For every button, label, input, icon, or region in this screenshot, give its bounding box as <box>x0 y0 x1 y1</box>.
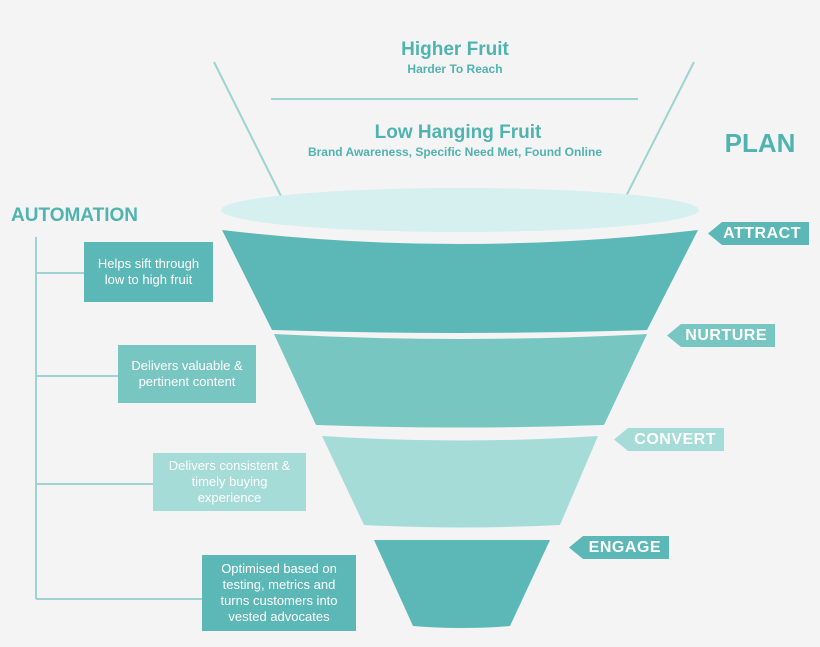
automation-title: AUTOMATION <box>11 205 138 226</box>
higher-fruit-title: Higher Fruit <box>401 39 509 60</box>
automation-box-2: Delivers valuable & pertinent content <box>118 345 256 403</box>
stage-tag-nurture: NURTURE <box>667 324 775 347</box>
automation-box-3: Delivers consistent & timely buying expe… <box>153 453 306 511</box>
right-guide-line <box>616 61 695 215</box>
stage-tag-attract: ATTRACT <box>708 222 809 245</box>
plan-label: PLAN <box>725 128 796 158</box>
higher-fruit-subtitle: Harder To Reach <box>407 62 502 76</box>
low-fruit-subtitle: Brand Awareness, Specific Need Met, Foun… <box>308 145 602 159</box>
funnel-segment-convert <box>322 436 598 528</box>
low-fruit-title: Low Hanging Fruit <box>375 122 542 143</box>
funnel-rim <box>221 188 699 232</box>
stage-tag-convert: CONVERT <box>614 428 724 451</box>
stage-tag-engage: ENGAGE <box>569 536 669 559</box>
automation-box-1: Helps sift through low to high fruit <box>84 242 213 302</box>
automation-box-4: Optimised based on testing, metrics and … <box>202 555 356 631</box>
funnel-segment-engage <box>374 540 550 628</box>
funnel-segment-attract <box>222 230 698 333</box>
left-guide-line <box>213 61 291 215</box>
funnel-segment-nurture <box>274 334 647 428</box>
